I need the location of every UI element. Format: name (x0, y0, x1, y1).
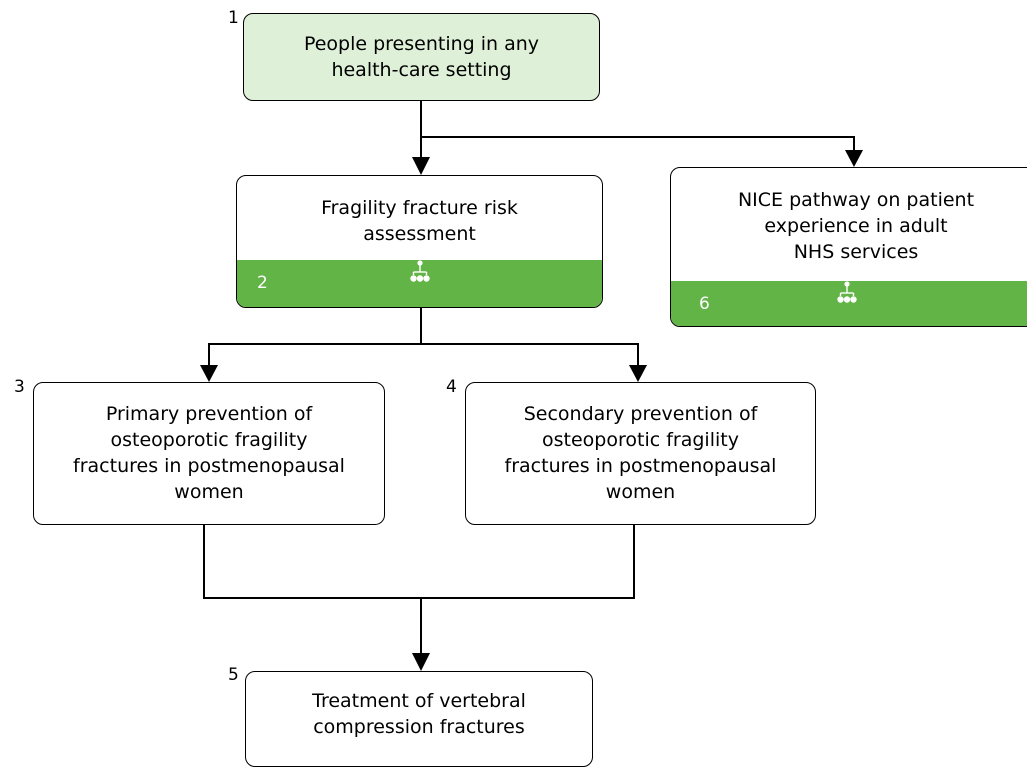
node-label: Treatment of vertebral compression fract… (312, 690, 526, 738)
node-number-2: 2 (257, 273, 268, 293)
node-number-6: 6 (699, 294, 710, 314)
edge-2-3-4 (208, 308, 639, 368)
node-fragility-risk-assessment[interactable]: Fragility fracture risk assessment 2 (236, 175, 603, 308)
arrow-to-3 (200, 365, 218, 382)
node-label: Primary prevention of osteoporotic fragi… (73, 403, 345, 503)
node-number-4: 4 (446, 377, 457, 397)
edge-3-4-5 (203, 525, 635, 656)
edge-1-6 (421, 136, 855, 152)
node-vertebral-treatment[interactable]: Treatment of vertebral compression fract… (245, 671, 593, 767)
node-label: Secondary prevention of osteoporotic fra… (504, 403, 777, 503)
node-footer-band: 2 (237, 260, 602, 307)
node-number-3: 3 (14, 377, 25, 397)
node-number-1: 1 (228, 8, 239, 28)
node-number-5: 5 (228, 665, 239, 685)
node-people-presenting[interactable]: People presenting in any health-care set… (243, 13, 600, 101)
node-label: People presenting in any health-care set… (303, 33, 540, 81)
arrow-to-5 (412, 653, 430, 671)
node-primary-prevention[interactable]: Primary prevention of osteoporotic fragi… (33, 382, 385, 525)
node-secondary-prevention[interactable]: Secondary prevention of osteoporotic fra… (465, 382, 816, 525)
pathway-icon (837, 281, 857, 303)
pathway-icon (409, 260, 430, 282)
arrow-to-2 (412, 157, 430, 175)
arrow-to-4 (629, 365, 647, 382)
node-label: Fragility fracture risk assessment (321, 197, 518, 245)
node-nice-patient-experience[interactable]: NICE pathway on patient experience in ad… (670, 167, 1027, 327)
arrow-to-6 (845, 150, 863, 167)
node-label: NICE pathway on patient experience in ad… (737, 189, 975, 263)
node-footer-band: 6 (671, 281, 1027, 326)
